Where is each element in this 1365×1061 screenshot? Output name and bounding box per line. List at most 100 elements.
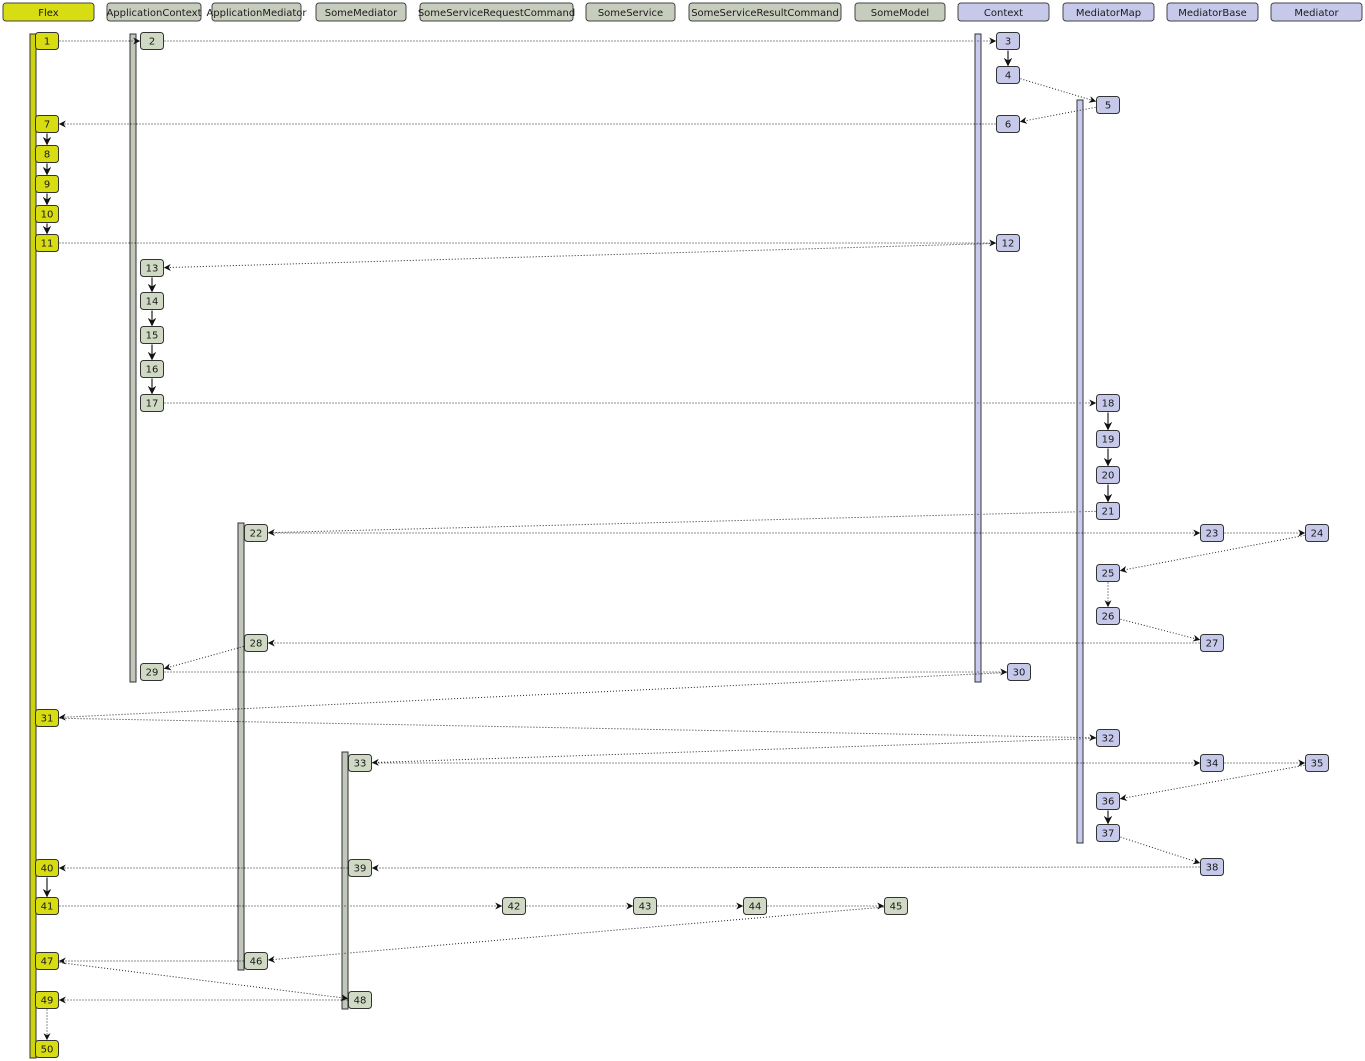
- message-node-49: 49: [35, 991, 59, 1009]
- message-node-label: 4: [1005, 71, 1011, 82]
- message-node-6: 6: [996, 115, 1020, 133]
- message-node-label: 12: [1002, 239, 1015, 250]
- lifeline-header-flex: Flex: [2, 2, 95, 22]
- lifeline-headers: Flex ApplicationContext ApplicationMediato…: [2, 2, 1363, 22]
- message-node-21: 21: [1096, 502, 1120, 520]
- lifeline-header-somemed: SomeMediator: [315, 2, 407, 22]
- message-node-31: 31: [35, 709, 59, 727]
- message-arrow-5-6: [1019, 106, 1096, 124]
- lifeline-header-appctx: ApplicationContext: [106, 2, 202, 22]
- message-node-40: 40: [35, 859, 59, 877]
- message-node-28: 28: [244, 634, 268, 652]
- message-node-label: 14: [146, 297, 159, 308]
- message-node-label: 5: [1105, 101, 1111, 112]
- message-arrow-21-22: [267, 510, 1096, 537]
- activation-bar-flex: [29, 33, 37, 1059]
- message-node-11: 11: [35, 234, 59, 252]
- message-node-label: 38: [1206, 863, 1219, 874]
- activation-bars: [29, 33, 1084, 1059]
- lifeline-label: SomeServiceRequestCommand: [418, 8, 575, 19]
- message-node-label: 25: [1102, 569, 1115, 580]
- lifeline-label: ApplicationContext: [106, 8, 201, 19]
- message-arrow-26-27: [1120, 618, 1201, 642]
- message-node-label: 17: [146, 399, 159, 410]
- message-node-9: 9: [35, 175, 59, 193]
- message-node-34: 34: [1200, 754, 1224, 772]
- message-node-label: 24: [1311, 529, 1324, 540]
- lifeline-header-mediator: Mediator: [1270, 2, 1363, 22]
- message-node-label: 36: [1102, 797, 1115, 808]
- message-arrow-45-46: [267, 906, 884, 963]
- message-node-label: 2: [149, 37, 155, 48]
- message-node-label: 40: [41, 864, 54, 875]
- lifeline-header-reqcmd: SomeServiceRequestCommand: [418, 2, 575, 22]
- message-node-label: 49: [41, 996, 54, 1007]
- message-node-36: 36: [1096, 792, 1120, 810]
- message-arrow-38-39: [371, 864, 1200, 872]
- message-arrow-28-29: [163, 646, 244, 671]
- message-node-46: 46: [244, 952, 268, 970]
- message-node-label: 27: [1206, 639, 1219, 650]
- lifeline-label: MediatorMap: [1076, 8, 1141, 19]
- message-node-label: 30: [1013, 668, 1026, 679]
- message-node-label: 7: [44, 120, 50, 131]
- message-node-label: 43: [639, 902, 652, 913]
- message-node-47: 47: [35, 952, 59, 970]
- message-node-13: 13: [140, 259, 164, 277]
- message-node-label: 50: [41, 1045, 54, 1056]
- message-node-23: 23: [1200, 524, 1224, 542]
- lifeline-label: SomeService: [598, 8, 663, 19]
- activation-bar-appctx: [129, 33, 137, 683]
- message-node-label: 37: [1102, 829, 1115, 840]
- message-node-17: 17: [140, 394, 164, 412]
- message-node-label: 33: [354, 759, 367, 770]
- message-node-39: 39: [348, 859, 372, 877]
- message-node-48: 48: [348, 991, 372, 1009]
- lifeline-header-appmed: ApplicationMediator: [206, 2, 307, 22]
- message-node-29: 29: [140, 663, 164, 681]
- message-node-15: 15: [140, 326, 164, 344]
- lifeline-label: Mediator: [1294, 8, 1339, 19]
- message-node-label: 28: [250, 639, 263, 650]
- message-node-5: 5: [1096, 96, 1120, 114]
- message-node-38: 38: [1200, 858, 1224, 876]
- message-node-label: 23: [1206, 529, 1219, 540]
- message-arrow-47-48: [59, 962, 349, 1002]
- activation-bar-appmed: [237, 522, 245, 971]
- message-node-26: 26: [1096, 607, 1120, 625]
- lifeline-header-medbase: MediatorBase: [1166, 2, 1259, 22]
- message-node-label: 26: [1102, 612, 1115, 623]
- message-node-43: 43: [633, 897, 657, 915]
- message-node-label: 32: [1102, 734, 1115, 745]
- message-node-33: 33: [348, 754, 372, 772]
- message-node-45: 45: [884, 897, 908, 915]
- lifeline-label: Flex: [38, 8, 59, 19]
- message-arrow-35-36: [1119, 764, 1305, 802]
- message-node-label: 3: [1005, 37, 1011, 48]
- message-node-1: 1: [35, 32, 59, 50]
- message-node-label: 22: [250, 529, 263, 540]
- lifeline-header-context: Context: [957, 2, 1050, 22]
- message-arrow-37-38: [1120, 836, 1201, 865]
- lifeline-header-rescmd: SomeServiceResultCommand: [688, 2, 842, 22]
- message-node-label: 21: [1102, 507, 1115, 518]
- message-node-label: 6: [1005, 120, 1011, 131]
- message-node-50: 50: [35, 1040, 59, 1058]
- message-node-label: 35: [1311, 759, 1324, 770]
- message-node-label: 44: [749, 902, 762, 913]
- message-node-35: 35: [1305, 754, 1329, 772]
- message-node-20: 20: [1096, 466, 1120, 484]
- message-node-4: 4: [996, 66, 1020, 84]
- lifeline-label: MediatorBase: [1178, 8, 1247, 19]
- message-node-label: 20: [1102, 471, 1115, 482]
- activation-bar-context: [974, 33, 982, 683]
- message-node-label: 15: [146, 331, 159, 342]
- message-node-label: 29: [146, 668, 159, 679]
- message-node-label: 1: [44, 37, 50, 48]
- lifeline-header-svc: SomeService: [585, 2, 676, 22]
- message-node-label: 31: [41, 714, 54, 725]
- message-node-label: 41: [41, 902, 54, 913]
- message-node-18: 18: [1096, 394, 1120, 412]
